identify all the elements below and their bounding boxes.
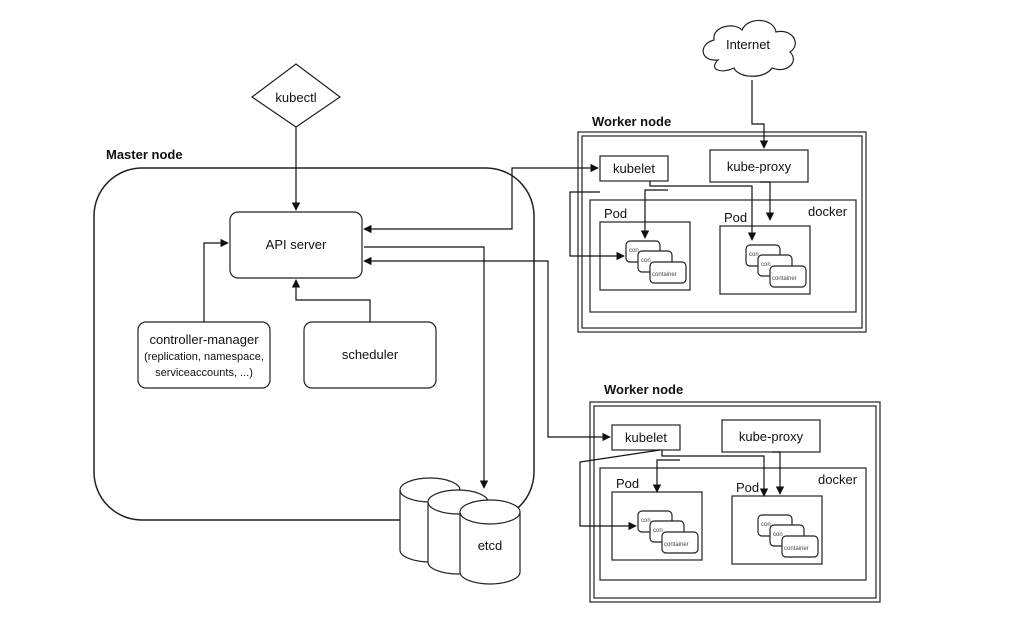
- worker-2-kubelet-to-pod-2-arrow: [661, 450, 769, 497]
- worker-2-pod-1-label: Pod: [616, 476, 639, 491]
- worker-2-docker-label: docker: [818, 472, 858, 487]
- api-to-worker-2-kubelet-arrow: [363, 256, 611, 442]
- api-to-worker-1-kubelet-arrow: [363, 163, 599, 234]
- worker-2-kube-proxy-to-pod-2-arrow: [772, 451, 785, 495]
- scheduler-label: scheduler: [342, 347, 399, 362]
- worker-1-pod-1-label: Pod: [604, 206, 627, 221]
- worker-node-2-title: Worker node: [604, 382, 683, 397]
- controller-manager-to-api-arrow: [203, 238, 229, 322]
- worker-2-kubelet-to-pod-1-arrow: [579, 449, 661, 531]
- worker-1-pod-2-container-3: [769, 265, 807, 288]
- worker-1-pod-2-container-1-label: con: [749, 252, 759, 258]
- worker-2-pod-1-container-2-label: con: [653, 528, 663, 534]
- worker-1-docker-label: docker: [808, 204, 848, 219]
- api-server-label: API server: [266, 237, 327, 252]
- worker-1-pod-2-label: Pod: [724, 210, 747, 225]
- worker-2-pod-1-container-3-label: container: [664, 542, 689, 548]
- worker-2-pod-1-container-1-label: con: [641, 518, 651, 524]
- scheduler-box: scheduler: [303, 321, 437, 389]
- master-node-title: Master node: [106, 147, 183, 162]
- worker-2-pod-2-label: Pod: [736, 480, 759, 495]
- worker-2-pod-2: Pod con con container: [731, 480, 823, 565]
- worker-1-kubelet-to-pod-1-containers-arrow: [640, 189, 668, 239]
- worker-2-kubelet-to-pod-1-containers-arrow: [652, 459, 680, 493]
- etcd-label: etcd: [478, 538, 503, 553]
- controller-manager-detail-1: (replication, namespace,: [144, 351, 264, 363]
- worker-1-pod-1-container-3: [649, 261, 687, 284]
- worker-1-pod-2: Pod con con container: [719, 210, 811, 295]
- worker-2-pod-2-container-2-label: con: [773, 532, 783, 538]
- worker-1-kube-proxy-to-pod-2-arrow: [760, 181, 775, 221]
- worker-2-pod-1: Pod con con container: [611, 476, 703, 561]
- controller-manager-detail-2: serviceaccounts, ...): [155, 367, 253, 379]
- etcd-database: etcd: [399, 477, 521, 585]
- controller-manager-label: controller-manager: [149, 332, 259, 347]
- worker-1-kubelet-to-pod-2-arrow: [649, 181, 757, 241]
- worker-1-kubelet-box: kubelet: [599, 155, 669, 182]
- internet-label: Internet: [726, 37, 770, 52]
- worker-2-kube-proxy-box: kube-proxy: [721, 419, 821, 453]
- worker-2-pod-2-container-1-label: con: [761, 522, 771, 528]
- worker-1-pod-1-container-3-label: container: [652, 272, 677, 278]
- worker-2-pod-2-container-3-label: container: [784, 546, 809, 552]
- internet-cloud: Internet: [702, 19, 796, 77]
- worker-1-pod-1-container-2-label: con: [641, 258, 651, 264]
- kubectl-label: kubectl: [275, 90, 316, 105]
- worker-node-1: kubelet kube-proxy docker Pod con con co…: [569, 131, 867, 333]
- worker-1-kube-proxy-box: kube-proxy: [709, 149, 809, 183]
- worker-2-pod-2-container-3: [781, 535, 819, 558]
- worker-1-pod-1-container-1-label: con: [629, 248, 639, 254]
- kubectl-node: kubectl: [250, 63, 342, 128]
- worker-1-pod-2-container-3-label: container: [772, 276, 797, 282]
- worker-2-pod-1-container-3: [661, 531, 699, 554]
- worker-1-kube-proxy-label: kube-proxy: [727, 159, 792, 174]
- worker-1-pod-2-container-2-label: con: [761, 262, 771, 268]
- worker-2-kubelet-box: kubelet: [611, 424, 681, 451]
- internet-to-kube-proxy-arrow: [751, 80, 769, 149]
- controller-manager-box: controller-manager (replication, namespa…: [137, 321, 271, 389]
- etcd-cylinder-3: [459, 499, 521, 585]
- worker-1-kubelet-label: kubelet: [613, 161, 655, 176]
- api-server-box: API server: [229, 211, 363, 279]
- worker-node-2: kubelet kube-proxy docker Pod con con co…: [579, 401, 881, 603]
- worker-2-kube-proxy-label: kube-proxy: [739, 429, 804, 444]
- worker-2-kubelet-label: kubelet: [625, 430, 667, 445]
- worker-node-1-title: Worker node: [592, 114, 671, 129]
